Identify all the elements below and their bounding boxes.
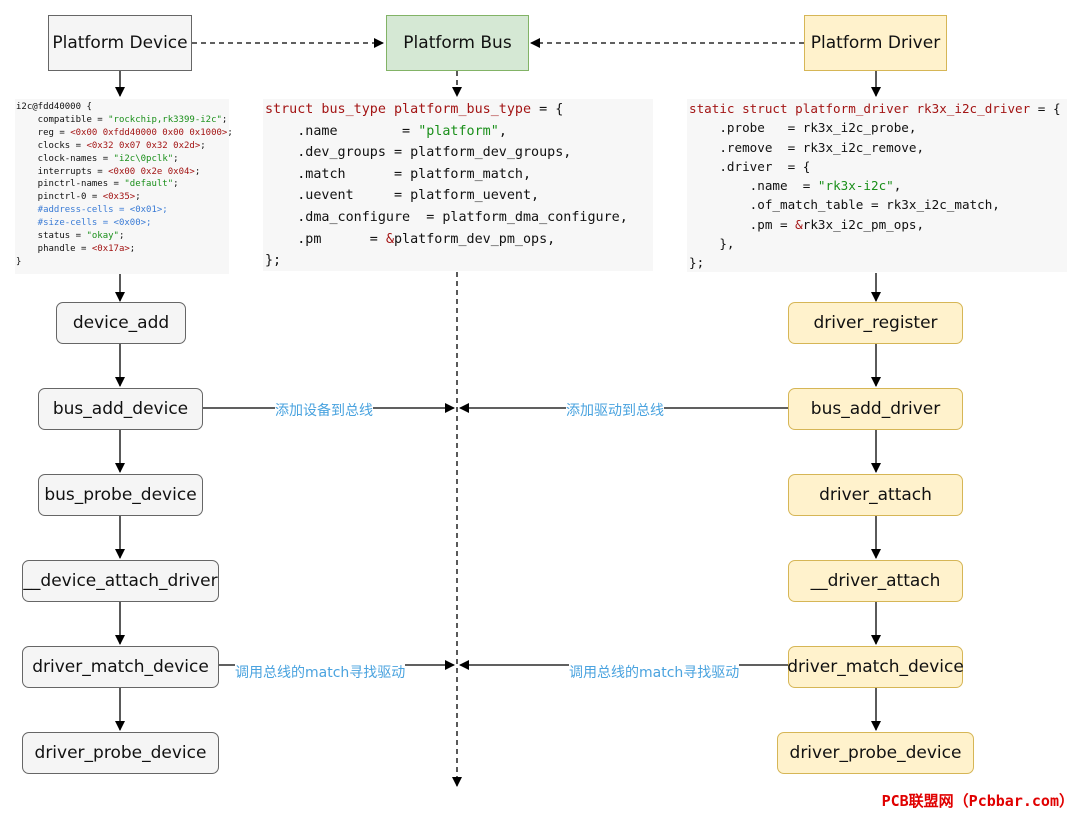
code-line: }; <box>265 253 282 269</box>
code-line: }; <box>689 255 705 271</box>
device-tree-code: i2c@fdd40000 { compatible = "rockchip,rk… <box>15 99 233 274</box>
code-line: .name = "platform", <box>265 123 507 139</box>
code-line: clocks = <0x32 0x07 0x32 0x2d>; <box>16 140 206 151</box>
code-line: .match = platform_match, <box>265 166 532 182</box>
code-line: compatible = "rockchip,rk3399-i2c"; <box>16 114 228 125</box>
code-line: i2c@fdd40000 { <box>16 102 92 112</box>
code-line: pinctrl-names = "default"; <box>16 179 179 190</box>
code-line: #size-cells = <0x00>; <box>16 218 152 229</box>
driver-probe-device-left-box: driver_probe_device <box>22 732 219 774</box>
code-line: .of_match_table = rk3x_i2c_match, <box>689 197 1000 213</box>
driver-register-box: driver_register <box>788 302 963 344</box>
code-line: .driver = { <box>689 158 811 174</box>
platform-driver-header: Platform Driver <box>804 15 947 71</box>
bus-probe-device-box: bus_probe_device <box>38 474 203 516</box>
device-attach-driver-box: __device_attach_driver <box>22 560 219 602</box>
platform-device-header: Platform Device <box>48 15 192 71</box>
code-line: phandle = <0x17a>; <box>16 243 136 254</box>
code-line: .uevent = platform_uevent, <box>265 188 540 204</box>
watermark: PCB联盟网（Pcbbar.com） <box>881 792 1074 810</box>
code-line: } <box>16 256 22 267</box>
bus-add-device-box: bus_add_device <box>38 388 203 430</box>
underscore-driver-attach-box: __driver_attach <box>788 560 963 602</box>
device-add-box: device_add <box>56 302 186 344</box>
code-line: .pm = &rk3x_i2c_pm_ops, <box>689 216 925 232</box>
driver-match-device-left-box: driver_match_device <box>22 646 219 688</box>
match-right-label: 调用总线的match寻找驱动 <box>569 662 740 682</box>
code-line: }, <box>689 236 735 252</box>
code-line: clock-names = "i2c\0pclk"; <box>16 153 179 164</box>
code-line: static struct platform_driver rk3x_i2c_d… <box>689 101 1061 116</box>
bus-type-code: struct bus_type platform_bus_type = { .n… <box>263 99 653 271</box>
platform-bus-header: Platform Bus <box>386 15 529 71</box>
driver-probe-device-right-box: driver_probe_device <box>777 732 974 774</box>
code-line: .probe = rk3x_i2c_probe, <box>689 120 917 136</box>
code-line: .dev_groups = platform_dev_groups, <box>265 145 572 161</box>
bus-add-driver-box: bus_add_driver <box>788 388 963 430</box>
code-line: .dma_configure = platform_dma_configure, <box>265 209 628 225</box>
code-line: reg = <0x00 0xfdd40000 0x00 0x1000>; <box>16 127 233 138</box>
code-line: struct bus_type platform_bus_type = { <box>265 102 564 117</box>
code-line: .pm = &platform_dev_pm_ops, <box>265 231 556 247</box>
code-line: .remove = rk3x_i2c_remove, <box>689 139 925 155</box>
code-line: pinctrl-0 = <0x35>; <box>16 192 141 203</box>
driver-match-device-right-box: driver_match_device <box>787 646 964 688</box>
code-line: interrupts = <0x00 0x2e 0x04>; <box>16 166 201 177</box>
code-line: #address-cells = <0x01>; <box>16 205 168 216</box>
match-left-label: 调用总线的match寻找驱动 <box>235 662 406 682</box>
driver-attach-box: driver_attach <box>788 474 963 516</box>
code-line: .name = "rk3x-i2c", <box>689 178 902 194</box>
add-driver-label: 添加驱动到总线 <box>566 400 664 420</box>
add-device-label: 添加设备到总线 <box>275 400 373 420</box>
code-line: status = "okay"; <box>16 231 125 242</box>
platform-driver-code: static struct platform_driver rk3x_i2c_d… <box>687 99 1067 272</box>
